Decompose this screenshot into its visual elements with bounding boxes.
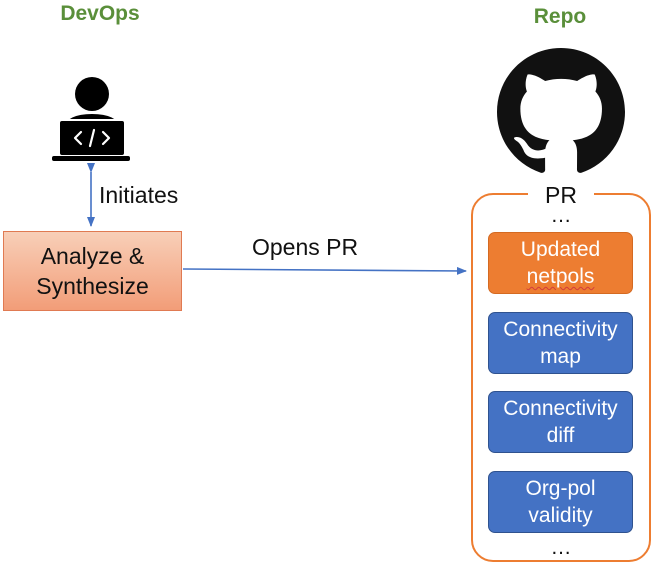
pr-item-line-1: Org-pol <box>525 477 596 500</box>
pr-item-line-2: map <box>540 345 581 368</box>
pr-item-line-1: Updated <box>520 238 601 261</box>
analyze-synthesize-box: Analyze & Synthesize <box>3 231 182 311</box>
pr-item-line-2: validity <box>528 504 593 527</box>
pr-item-connectivity-diff: Connectivity diff <box>488 391 633 453</box>
pr-item-org-pol-validity: Org-pol validity <box>488 471 633 533</box>
pr-item-line-1: Connectivity <box>503 397 618 420</box>
pr-item-line-1: Connectivity <box>503 318 618 341</box>
opens-pr-label: Opens PR <box>252 234 359 260</box>
pr-ellipsis-bottom: … <box>550 536 572 559</box>
repo-heading: Repo <box>533 5 587 28</box>
pr-title: PR <box>528 180 594 210</box>
pr-item-line-2: diff <box>546 424 575 447</box>
github-octocat-icon <box>497 48 625 173</box>
analyze-line-1: Analyze & <box>40 243 145 269</box>
developer-laptop-icon <box>52 77 130 161</box>
devops-heading: DevOps <box>60 2 140 25</box>
analyze-line-2: Synthesize <box>36 273 149 299</box>
initiates-label: Initiates <box>99 182 179 208</box>
pr-ellipsis-top: … <box>550 204 572 227</box>
pr-item-connectivity-map: Connectivity map <box>488 312 633 374</box>
pr-item-updated-netpols: Updated netpols <box>488 232 633 294</box>
pr-item-line-2: netpols <box>526 265 595 288</box>
opens-pr-arrow <box>182 266 467 275</box>
